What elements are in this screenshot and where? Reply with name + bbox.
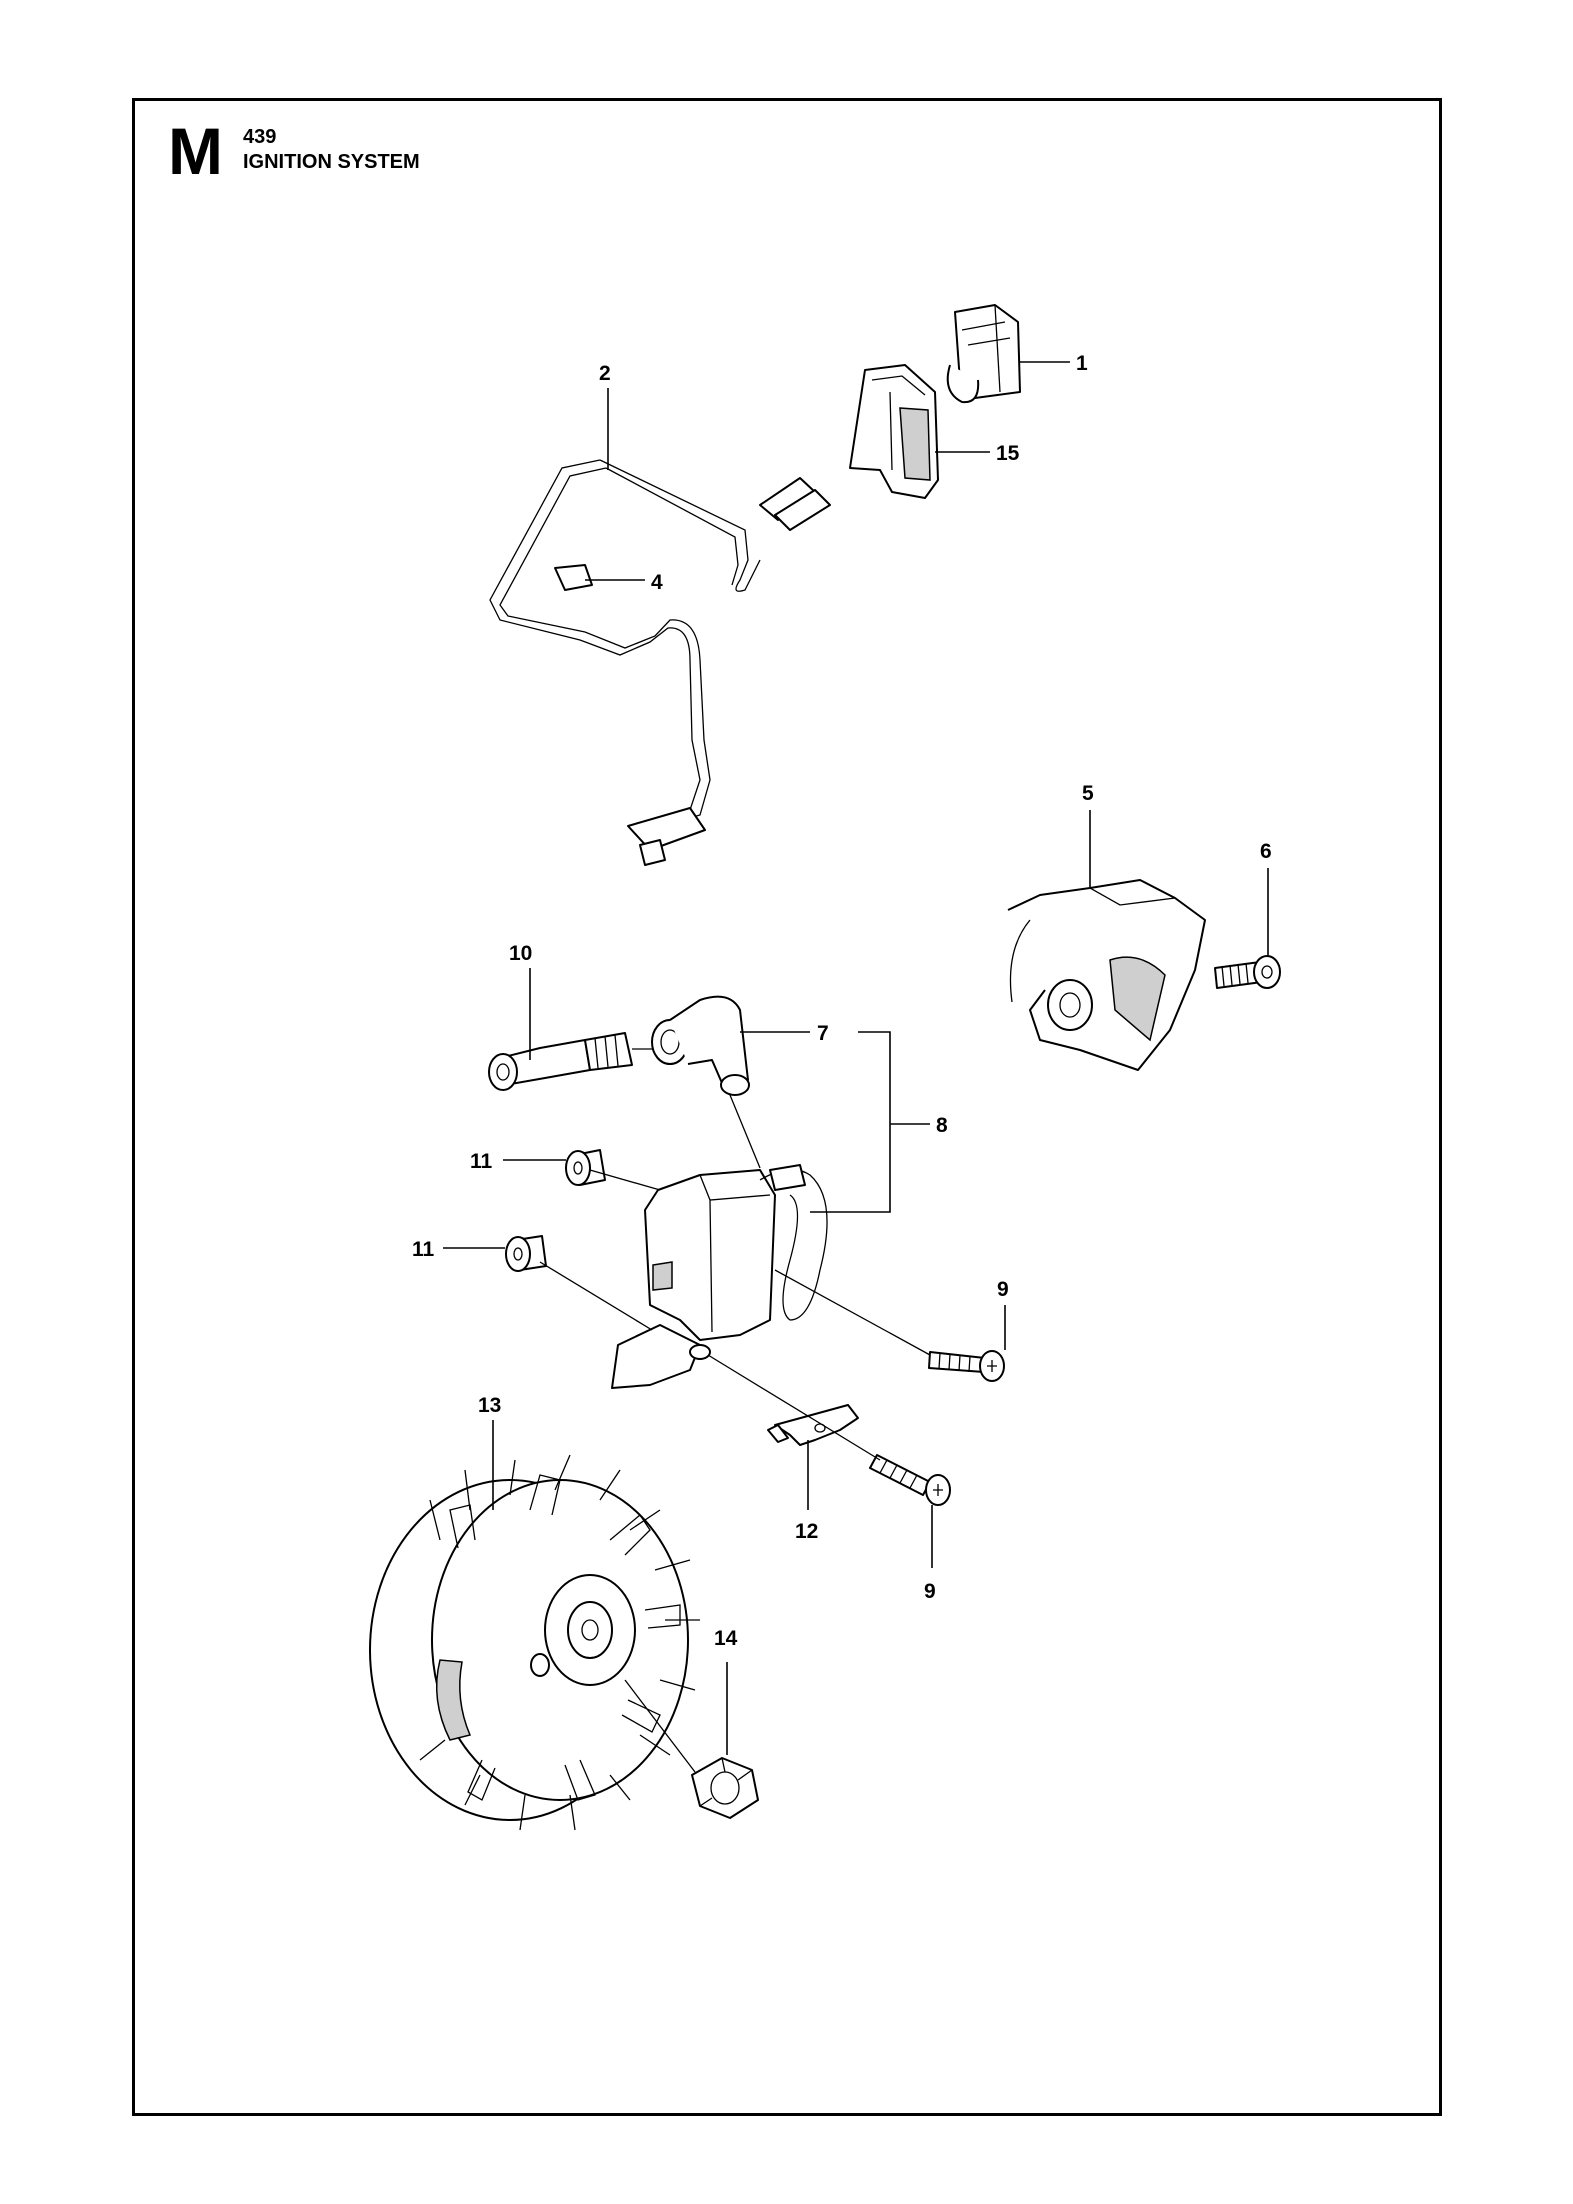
callout-5: 5 — [1082, 782, 1094, 805]
callout-1: 1 — [1076, 352, 1088, 375]
part-13-flywheel — [369, 1454, 700, 1831]
callout-6: 6 — [1260, 840, 1272, 863]
callout-9-upper: 9 — [997, 1278, 1009, 1301]
callout-2: 2 — [599, 362, 611, 385]
page-frame — [132, 98, 1442, 2116]
part-7-spark-cap — [651, 995, 750, 1096]
callout-8: 8 — [936, 1114, 948, 1137]
part-15-switch-cover — [849, 364, 939, 499]
part-6-screw — [1214, 955, 1281, 989]
callout-13: 13 — [478, 1394, 501, 1417]
part-9-screw-lower — [869, 1454, 951, 1506]
section-letter: M — [168, 114, 223, 188]
part-1-stop-switch — [946, 304, 1021, 404]
part-2-wire-harness — [489, 459, 831, 866]
part-14-nut — [691, 1757, 759, 1819]
section-title: IGNITION SYSTEM — [243, 151, 420, 173]
callout-10: 10 — [509, 942, 532, 965]
part-9-screw-upper — [928, 1350, 1005, 1382]
callout-11-lower: 11 — [412, 1238, 435, 1261]
callout-15: 15 — [996, 442, 1020, 465]
part-10-spark-plug — [488, 1032, 655, 1091]
leader-lines — [443, 361, 1269, 1773]
callout-4: 4 — [651, 571, 663, 594]
part-5-cover — [1007, 879, 1206, 1071]
part-11-spacer-upper — [565, 1149, 606, 1186]
callout-14: 14 — [714, 1627, 738, 1650]
callout-7: 7 — [817, 1022, 829, 1045]
model-number: 439 — [243, 126, 277, 148]
callout-12: 12 — [795, 1520, 818, 1543]
callout-9-lower: 9 — [924, 1580, 936, 1603]
callout-labels: 1 2 15 4 5 6 10 7 8 11 11 9 13 12 9 14 — [412, 352, 1272, 1650]
part-12-clip — [767, 1404, 859, 1446]
part-11-spacer-lower — [505, 1235, 547, 1272]
callout-11-upper: 11 — [470, 1150, 493, 1173]
part-8-ignition-module — [611, 1094, 828, 1389]
